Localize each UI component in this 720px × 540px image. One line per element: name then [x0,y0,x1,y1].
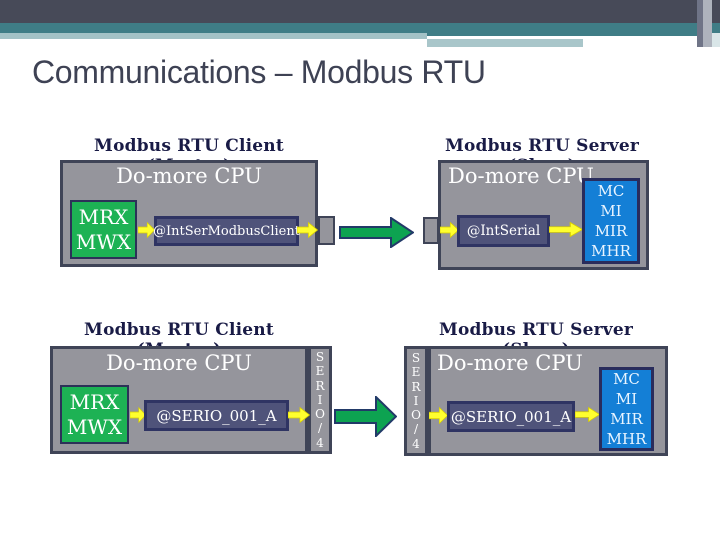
function-block-bottom-server: @SERIO_001_A [447,401,575,432]
cpu-label-top-server: Do-more CPU [448,164,594,188]
port-letter: / [317,421,323,436]
memory-item: MC [613,370,640,388]
yellow-arrow-icon [288,407,310,423]
corner-accent [712,33,720,47]
port-letter: S [315,349,325,364]
yellow-arrow-icon [440,222,459,238]
yellow-arrow-icon [575,407,600,422]
serial-port-box-bottom-client: S E R I O / 4 [308,346,332,454]
instruction-line: MRX [69,389,120,414]
memory-item: MIR [594,222,628,240]
green-flow-arrow-icon [334,396,397,437]
cpu-label-bottom-server: Do-more CPU [437,351,583,375]
page-title: Communications – Modbus RTU [32,54,486,90]
port-letter: O [315,407,325,422]
cpu-label-top-client: Do-more CPU [116,164,262,188]
memory-item: MI [600,202,622,220]
port-letter: R [315,378,325,393]
cpu-label-bottom-client: Do-more CPU [106,351,252,375]
instruction-line: MRX [78,204,129,229]
yellow-arrow-icon [549,222,583,237]
port-letter: 4 [316,435,324,450]
memory-item: MIR [610,410,643,428]
yellow-arrow-icon [297,222,318,238]
yellow-arrow-icon [429,407,448,424]
port-letter: I [317,392,323,407]
memory-item: MHR [606,430,647,448]
serial-port-box-bottom-server: S E R I O / 4 [404,346,428,456]
yellow-arrow-icon [138,222,155,238]
port-letter: S [411,350,421,365]
port-letter: O [411,408,421,423]
corner-stripe-light [703,0,712,47]
port-letter: I [413,393,419,408]
light-teal-band-right [427,39,583,47]
serial-port-tab-top-client [318,216,335,245]
header-bar [0,0,720,23]
green-flow-arrow-icon [339,217,414,248]
instruction-line: MWX [66,414,123,439]
memory-box-bottom-server: MC MI MIR MHR [599,367,654,451]
port-letter: R [411,379,421,394]
memory-item: MHR [591,242,631,260]
port-letter: / [413,422,419,437]
serial-port-tab-top-server [423,217,439,244]
port-letter: 4 [412,436,420,451]
light-teal-band-left [0,33,427,39]
function-block-bottom-client: @SERIO_001_A [144,400,289,431]
teal-band [0,23,720,33]
yellow-arrow-icon [130,407,146,423]
instruction-box-top-client: MRX MWX [70,200,137,259]
instruction-line: MWX [75,229,132,254]
function-block-top-server: @IntSerial [457,215,550,247]
function-block-top-client: @IntSerModbusClient [153,216,300,246]
port-letter: E [315,364,325,379]
memory-box-top-server: MC MI MIR MHR [582,178,640,264]
instruction-box-bottom-client: MRX MWX [60,385,129,444]
port-letter: E [411,365,421,380]
memory-item: MC [597,182,625,200]
teal-band-extension [427,33,720,36]
memory-item: MI [615,390,638,408]
corner-stripe-dark [697,0,703,47]
